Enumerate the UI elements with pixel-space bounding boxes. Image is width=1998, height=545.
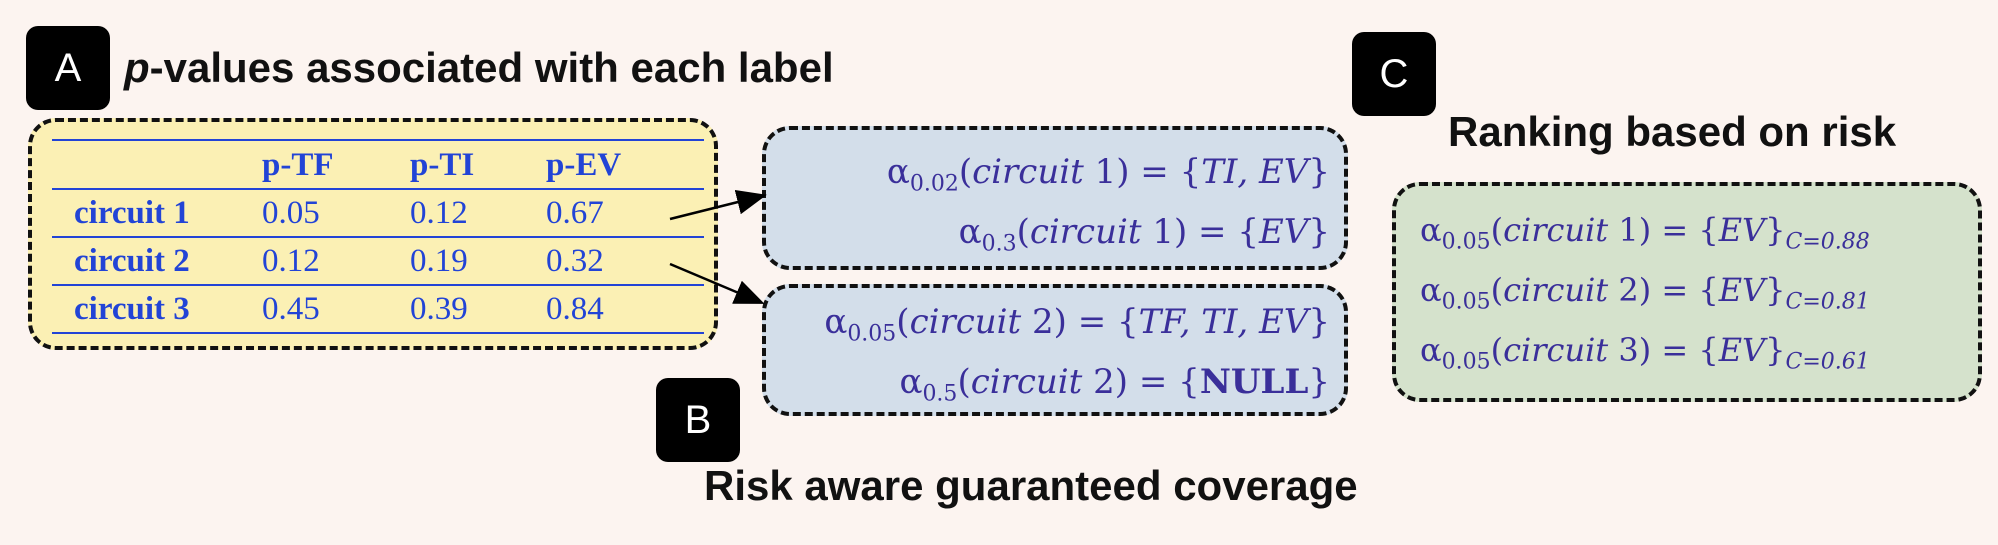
- row-label: circuit 1: [74, 195, 190, 231]
- row-label: circuit 3: [74, 291, 190, 327]
- coverage-set-line: α0.02(circuit 1) = {TI, EV}: [886, 152, 1330, 197]
- table-header-pti: p-TI: [410, 147, 475, 183]
- badge-c: C: [1352, 32, 1436, 116]
- coverage-panel-circuit-1: α0.02(circuit 1) = {TI, EV} α0.3(circuit…: [762, 126, 1348, 270]
- ranking-line: α0.05(circuit 2) = {EV}C=0.81: [1420, 271, 1870, 315]
- coverage-set-line: α0.5(circuit 2) = {NULL}: [899, 362, 1330, 407]
- table-header-pev: p-EV: [546, 147, 622, 183]
- table-cell: 0.32: [546, 243, 604, 279]
- pvalue-table: p-TF p-TI p-EV circuit 1 0.05 0.12 0.67 …: [52, 139, 704, 334]
- table-row: circuit 2 0.12 0.19 0.32: [52, 237, 704, 285]
- heading-b: Risk aware guaranteed coverage: [704, 462, 1358, 509]
- table-row: circuit 1 0.05 0.12 0.67: [52, 189, 704, 237]
- row-label: circuit 2: [74, 243, 190, 279]
- heading-a-rest: -values associated with each label: [149, 44, 834, 91]
- table-row: circuit 3 0.45 0.39 0.84: [52, 285, 704, 333]
- ranking-line: α0.05(circuit 1) = {EV}C=0.88: [1420, 211, 1870, 255]
- heading-c: Ranking based on risk: [1448, 108, 1897, 155]
- coverage-set-line: α0.3(circuit 1) = {EV}: [958, 212, 1330, 257]
- arrow-circuit-1: [669, 189, 767, 221]
- badge-a: A: [26, 26, 110, 110]
- table-cell: 0.84: [546, 291, 604, 327]
- table-cell: 0.12: [410, 195, 468, 231]
- table-cell: 0.67: [546, 195, 604, 231]
- heading-a: p-values associated with each label: [124, 44, 834, 92]
- table-cell: 0.19: [410, 243, 468, 279]
- table-header-ptf: p-TF: [262, 147, 334, 183]
- coverage-set-line: α0.05(circuit 2) = {TF, TI, EV}: [824, 302, 1330, 347]
- ranking-line: α0.05(circuit 3) = {EV}C=0.61: [1420, 331, 1870, 375]
- badge-b: B: [656, 378, 740, 462]
- table-cell: 0.05: [262, 195, 320, 231]
- ranking-panel: α0.05(circuit 1) = {EV}C=0.88 α0.05(circ…: [1392, 182, 1982, 402]
- arrow-circuit-2: [669, 262, 765, 304]
- table-cell: 0.45: [262, 291, 320, 327]
- table-cell: 0.39: [410, 291, 468, 327]
- table-cell: 0.12: [262, 243, 320, 279]
- table-header-row: p-TF p-TI p-EV: [52, 140, 704, 189]
- heading-a-p: p: [124, 44, 150, 91]
- pvalue-table-panel: p-TF p-TI p-EV circuit 1 0.05 0.12 0.67 …: [28, 118, 718, 350]
- coverage-panel-circuit-2: α0.05(circuit 2) = {TF, TI, EV} α0.5(cir…: [762, 284, 1348, 416]
